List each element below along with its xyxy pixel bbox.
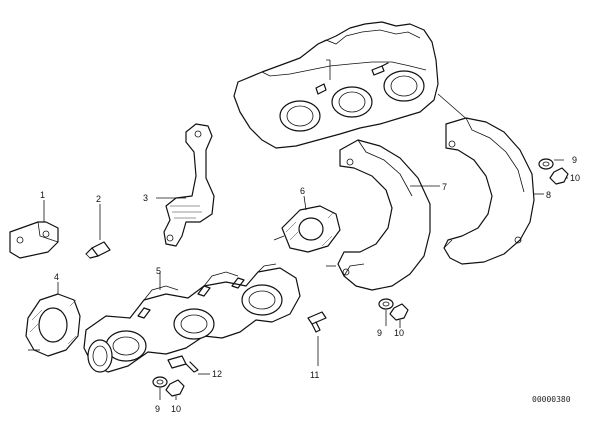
heat-shield-clip: 1 (9, 190, 59, 259)
callout-1: 1 (40, 190, 45, 200)
manifold-bolt: 12 (167, 355, 222, 379)
callout-9-right: 9 (572, 155, 577, 165)
washer-nut-right: 9 10 (538, 155, 580, 185)
callout-3: 3 (143, 193, 148, 203)
callout-9-middle: 9 (377, 328, 382, 338)
callout-10-middle: 10 (394, 328, 404, 338)
callout-5: 5 (156, 266, 161, 276)
exhaust-gasket-small: 6 (273, 186, 341, 253)
washer-nut-bottom: 9 10 (152, 376, 185, 414)
callout-2: 2 (96, 194, 101, 204)
callout-4: 4 (54, 272, 59, 282)
exhaust-manifold: 5 (83, 263, 301, 373)
stud: 11 (307, 311, 327, 380)
bracket: 3 (143, 123, 215, 247)
callout-9-bottom: 9 (155, 404, 160, 414)
callout-10-right: 10 (570, 173, 580, 183)
callout-7: 7 (442, 182, 447, 192)
callout-8: 8 (546, 190, 551, 200)
cylinder-head (233, 21, 471, 149)
exhaust-gasket-large: 4 (25, 272, 81, 357)
document-id: 00000380 (532, 395, 571, 404)
callout-10-bottom: 10 (171, 404, 181, 414)
bolt: 2 (85, 194, 111, 259)
heat-shield-outer: 8 (443, 117, 551, 265)
callout-11: 11 (310, 370, 319, 380)
callout-12: 12 (212, 369, 222, 379)
heat-shield-inner: 7 (326, 139, 447, 291)
callout-6: 6 (300, 186, 305, 196)
washer-nut-middle: 9 10 (377, 298, 409, 338)
